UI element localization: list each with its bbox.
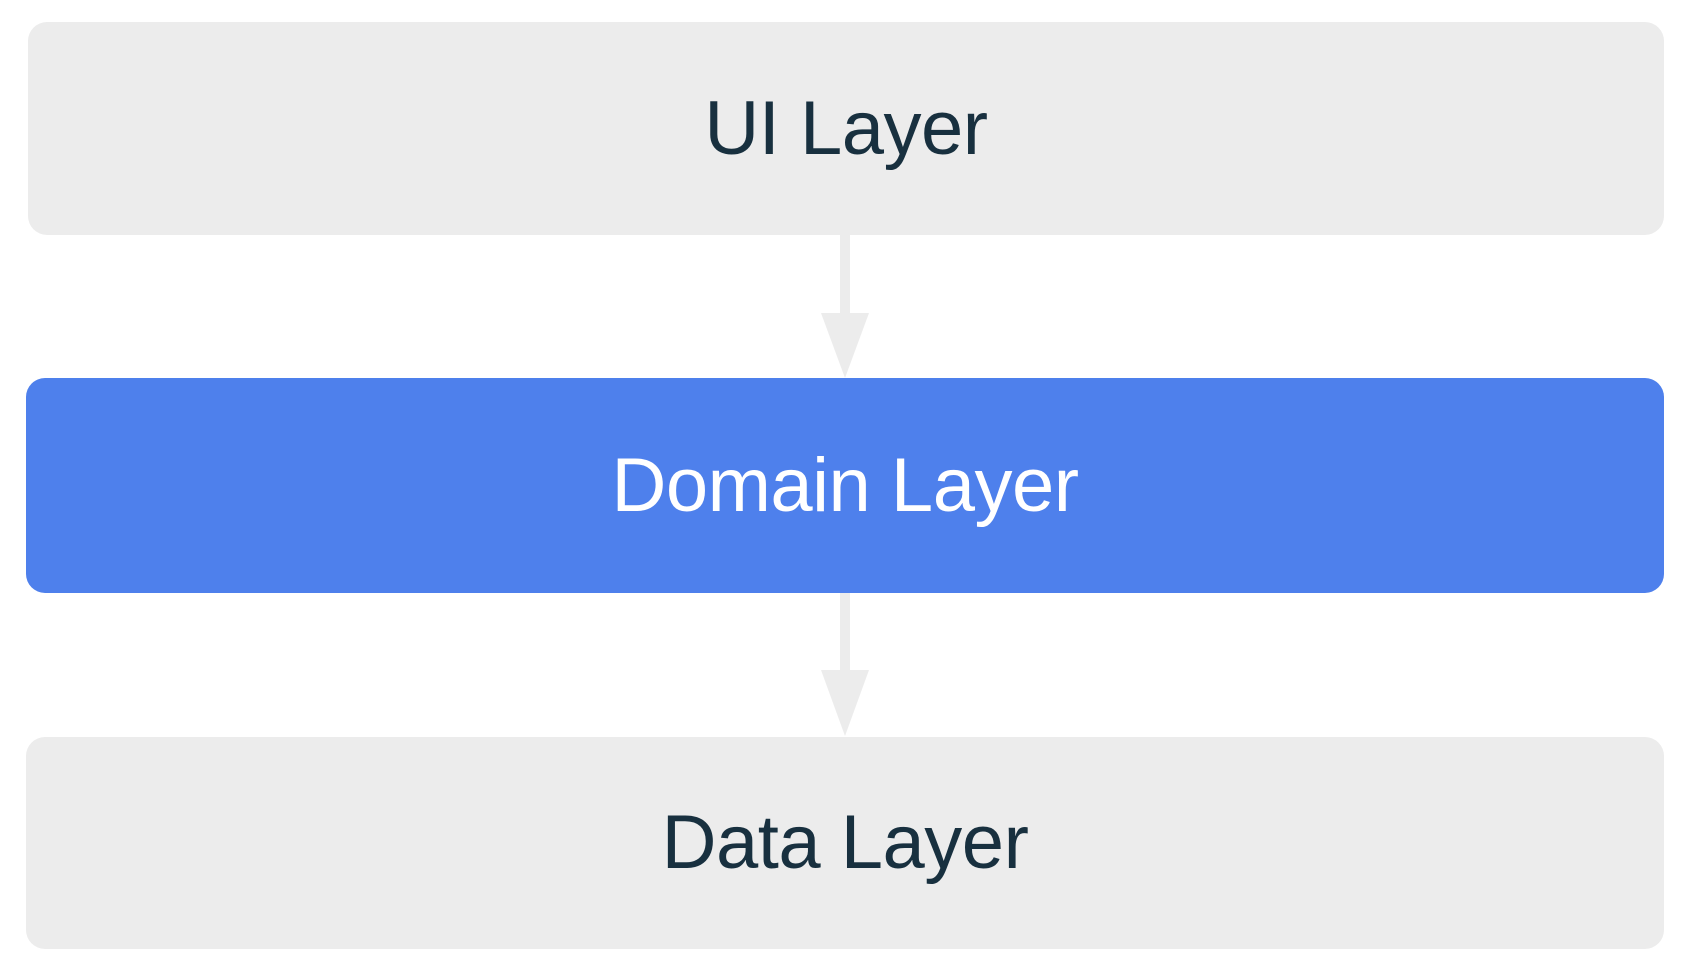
arrowhead-down-icon-domain-to-data [821, 670, 869, 736]
node-ui-layer-label: UI Layer [704, 85, 988, 171]
arrow-ui-to-domain-shape [821, 235, 869, 378]
arrowhead-down-icon-ui-to-domain [821, 313, 869, 378]
arrow-domain-to-data-shape [821, 593, 869, 736]
node-data-layer-label: Data Layer [661, 800, 1029, 885]
node-ui-layer[interactable]: UI Layer [28, 22, 1664, 235]
node-domain-layer-label: Domain Layer [611, 442, 1079, 528]
node-data-layer[interactable]: Data Layer [26, 737, 1664, 949]
edge-line-domain-to-data [840, 593, 850, 671]
node-domain-layer[interactable]: Domain Layer [26, 378, 1664, 593]
edge-line-ui-to-domain [840, 235, 850, 315]
